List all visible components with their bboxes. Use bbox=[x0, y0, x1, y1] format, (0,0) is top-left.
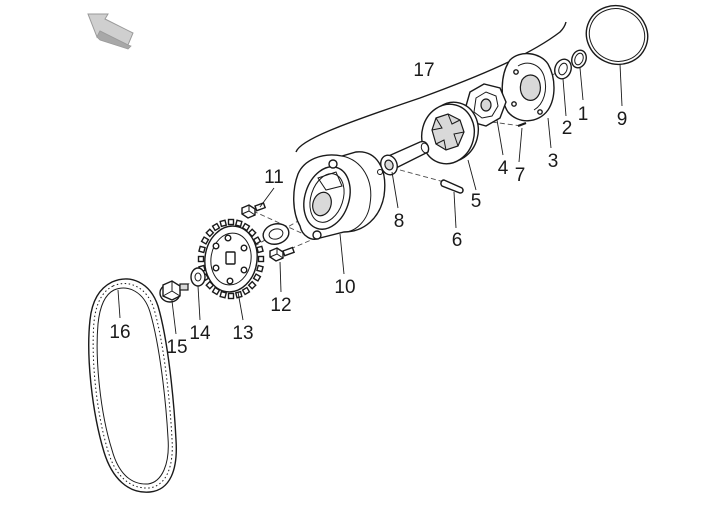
sprocket-washer bbox=[190, 267, 206, 287]
o-ring bbox=[585, 4, 649, 66]
callout-14: 14 bbox=[189, 323, 211, 344]
callout-6: 6 bbox=[452, 230, 463, 251]
pump-assembly-bracket bbox=[295, 21, 567, 153]
sprocket-tooth bbox=[257, 255, 265, 263]
callout-11: 11 bbox=[264, 167, 284, 188]
sprocket bbox=[197, 218, 265, 300]
spacer-ring bbox=[262, 223, 290, 245]
leader-lines bbox=[117, 63, 623, 335]
shaft-pin bbox=[440, 179, 464, 194]
callout-4: 4 bbox=[498, 158, 509, 179]
sprocket-tooth bbox=[205, 228, 215, 238]
sprocket-tooth bbox=[227, 218, 235, 226]
dowel-pin bbox=[517, 121, 527, 128]
sprocket-tooth bbox=[247, 280, 257, 290]
drive-shaft bbox=[380, 140, 430, 176]
sprocket-tooth bbox=[241, 286, 251, 296]
callout-15: 15 bbox=[166, 337, 187, 358]
callout-13: 13 bbox=[232, 323, 253, 344]
washer bbox=[554, 58, 572, 80]
sprocket-tooth bbox=[198, 245, 206, 254]
hex-bolt-lower bbox=[269, 246, 296, 262]
callout-5: 5 bbox=[471, 191, 482, 212]
outer-rotor bbox=[421, 101, 479, 165]
callout-8: 8 bbox=[394, 211, 405, 232]
callout-9: 9 bbox=[617, 109, 628, 130]
callout-17: 17 bbox=[413, 60, 434, 81]
drive-chain bbox=[88, 278, 177, 493]
sprocket-tooth bbox=[211, 222, 221, 232]
sprocket-tooth bbox=[252, 273, 262, 282]
sprocket-tooth bbox=[234, 219, 243, 228]
sprocket-tooth bbox=[256, 245, 264, 254]
callout-labels: 1 2 3 4 5 6 7 8 9 10 11 12 13 14 15 16 1… bbox=[109, 60, 627, 358]
callout-1: 1 bbox=[578, 104, 589, 125]
sprocket-tooth bbox=[227, 292, 235, 300]
sprocket-tooth bbox=[219, 219, 228, 228]
callout-3: 3 bbox=[548, 151, 559, 172]
sprocket-tooth bbox=[256, 264, 264, 273]
sprocket-tooth bbox=[219, 290, 228, 299]
callout-12: 12 bbox=[270, 295, 291, 316]
circlip bbox=[571, 49, 587, 69]
callout-10: 10 bbox=[334, 277, 355, 298]
sprocket-tooth bbox=[200, 236, 210, 245]
callout-2: 2 bbox=[562, 118, 573, 139]
pump-cover bbox=[501, 53, 555, 122]
flange-nut bbox=[159, 280, 189, 303]
pump-housing bbox=[293, 151, 386, 240]
sprocket-tooth bbox=[197, 255, 205, 263]
arrow-icon bbox=[87, 13, 134, 50]
callout-7: 7 bbox=[515, 165, 526, 186]
callout-16: 16 bbox=[109, 322, 130, 343]
